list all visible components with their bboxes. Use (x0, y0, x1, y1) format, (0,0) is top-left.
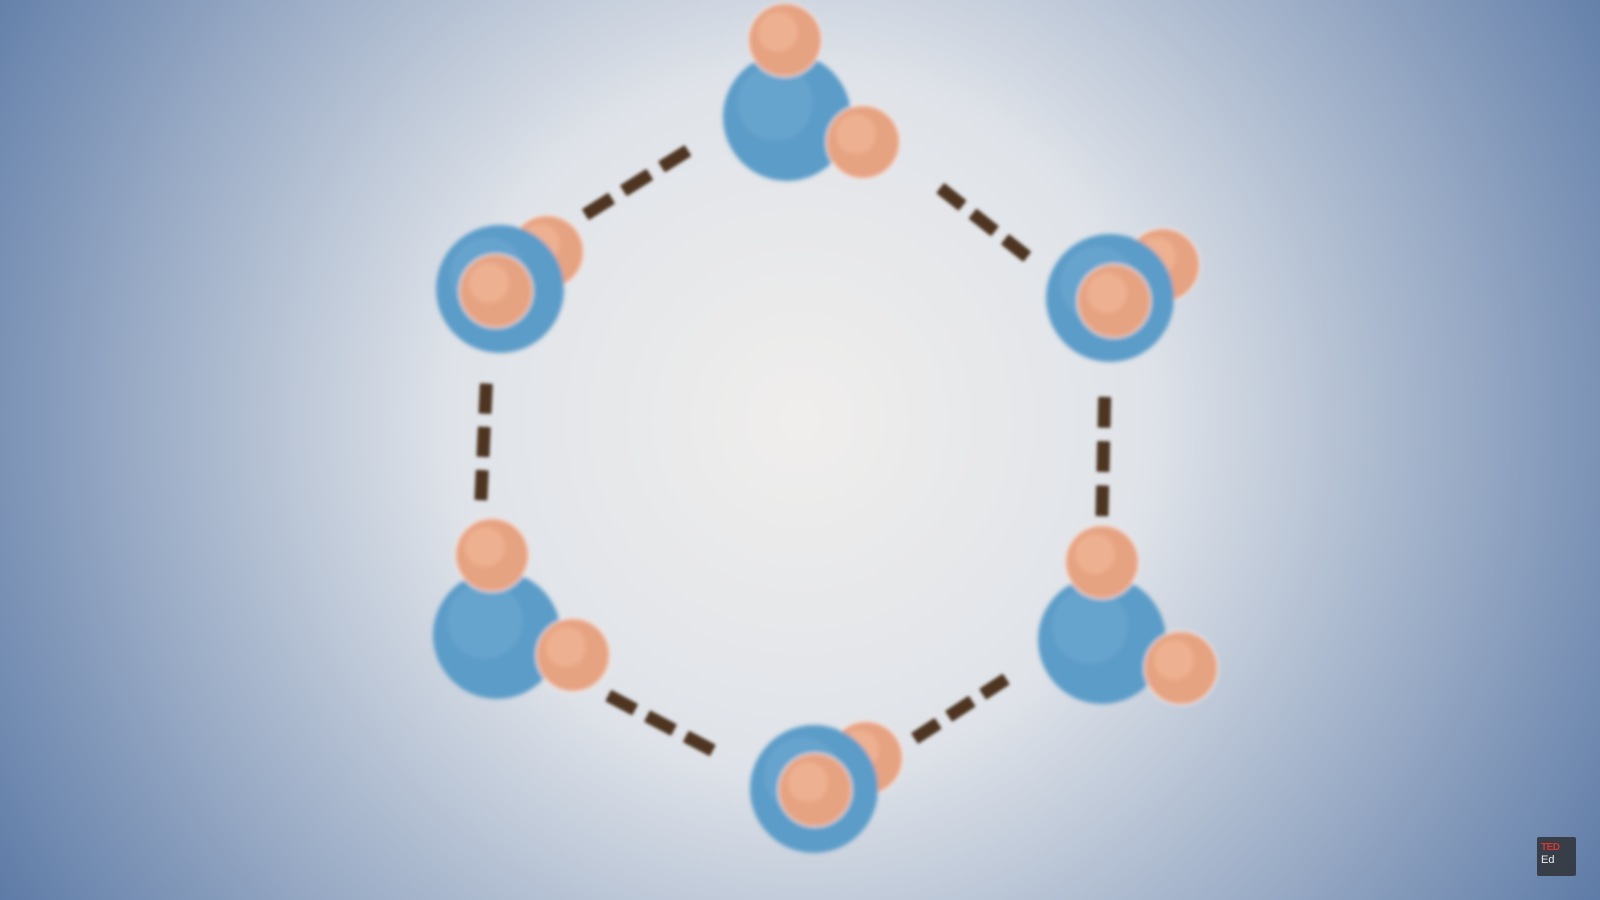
water-molecule-top (723, 2, 901, 181)
bond-dash (582, 193, 615, 220)
hydrogen-bond (911, 674, 1010, 744)
hydrogen-atom (454, 517, 530, 593)
bond-dash (683, 731, 716, 756)
water-molecule-upper-right (1046, 227, 1201, 362)
hydrogen-bond (605, 690, 716, 756)
hydrogen-bond (474, 383, 493, 501)
hydrogen-atom (825, 104, 901, 180)
oxygen-atom (1038, 576, 1166, 704)
oxygen-atom (723, 53, 851, 181)
hydrogen-atom (777, 752, 853, 828)
bond-dash (1097, 396, 1112, 428)
hydrogen-bond (936, 183, 1031, 262)
bond-dash (644, 710, 677, 736)
hydrogen-atom (1143, 630, 1219, 706)
hydrogen-atom (535, 617, 611, 693)
oxygen-atom (433, 571, 561, 699)
water-molecule-bottom (750, 720, 904, 853)
bond-dash (478, 383, 493, 414)
bond-dash (945, 696, 976, 722)
bond-dash (474, 469, 489, 501)
hydrogen-atom (1064, 524, 1140, 600)
hydrogen-atom (747, 2, 823, 78)
hydrogen-bond (582, 145, 691, 220)
bond-dash (936, 183, 967, 211)
ed-logo-text: Ed (1541, 854, 1555, 866)
bond-dash (1001, 234, 1031, 262)
bond-dash (476, 426, 491, 458)
bond-dash (979, 674, 1010, 700)
water-molecule-lower-right (1038, 524, 1219, 706)
ted-ed-logo: TED Ed (1537, 837, 1576, 876)
bond-dash (911, 718, 942, 744)
bond-dash (620, 169, 653, 196)
water-molecules (433, 2, 1219, 853)
hydrogen-atom (458, 253, 534, 329)
ted-logo-text: TED (1541, 842, 1560, 853)
water-molecule-lower-left (433, 517, 611, 699)
bond-dash (605, 690, 638, 715)
water-molecule-upper-left (436, 214, 585, 353)
bond-dash (1095, 485, 1110, 517)
bond-dash (969, 209, 999, 236)
bond-dash (1096, 440, 1111, 473)
hydrogen-bond (1095, 396, 1112, 517)
hydrogen-bonds (474, 145, 1112, 756)
bond-dash (658, 145, 691, 173)
hydrogen-atom (1076, 263, 1152, 339)
